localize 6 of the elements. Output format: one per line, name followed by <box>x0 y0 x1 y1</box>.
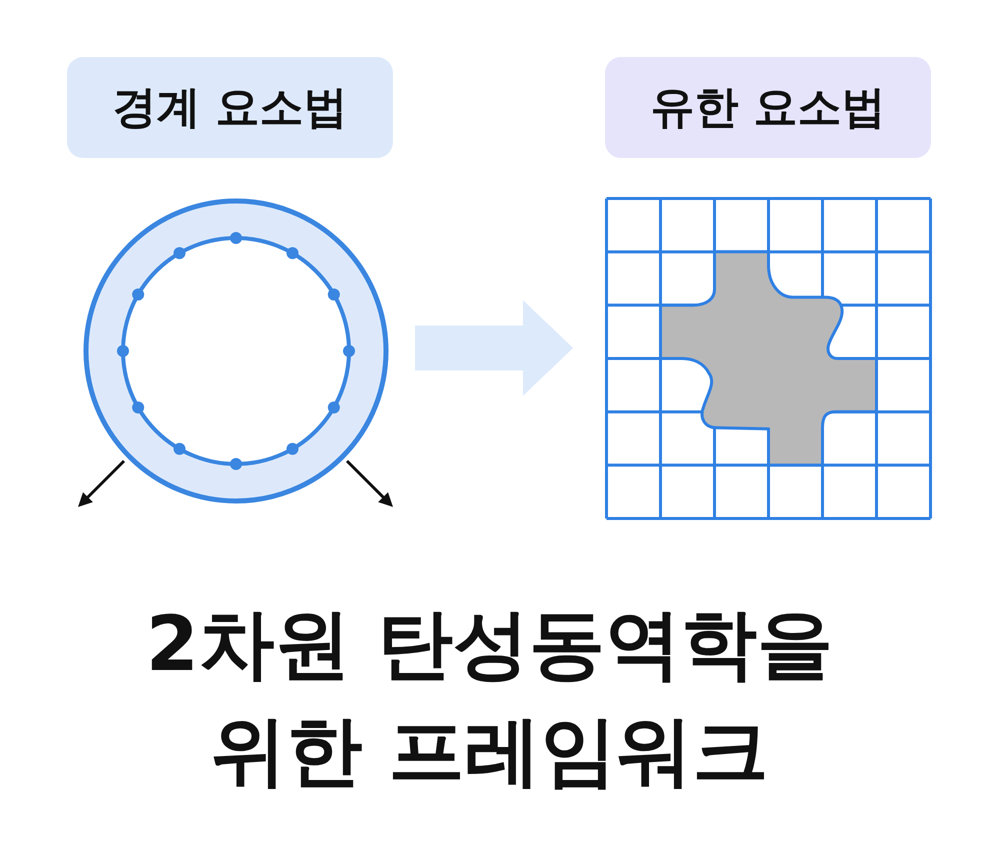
method-heading: 경계 요소법 <box>67 57 393 158</box>
block-arrow <box>415 300 573 396</box>
diagram-title: 2차원 탄성동역학을 위한 프레임워크 <box>144 598 834 797</box>
method-heading: 유한 요소법 <box>605 57 931 158</box>
boundary-ring-drawing <box>83 198 389 504</box>
mesh-grid-drawing <box>605 197 932 520</box>
